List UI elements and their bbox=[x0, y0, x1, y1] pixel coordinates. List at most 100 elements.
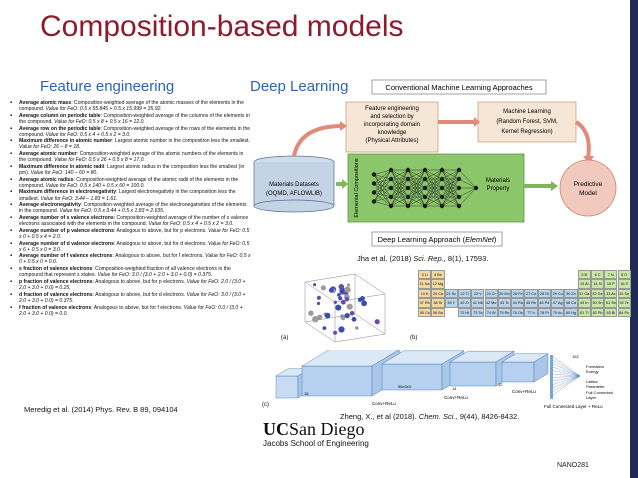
cnn-fc-2: Layer bbox=[586, 395, 597, 400]
periodic-element: 4 Be bbox=[431, 270, 445, 280]
nn-edge bbox=[407, 169, 426, 189]
nn-node bbox=[388, 185, 394, 191]
atom bbox=[328, 287, 334, 293]
nn-node bbox=[405, 185, 411, 191]
atom bbox=[351, 316, 357, 322]
property-line-1: Materials bbox=[486, 178, 510, 184]
nn-edge bbox=[424, 169, 443, 198]
nn-node bbox=[388, 167, 394, 173]
nn-edge bbox=[441, 187, 460, 207]
feature-name: Average atomic radius bbox=[19, 176, 74, 183]
feature-example: Value for FeO: 0.5 x 26 + 0.5 x 8 = 17.0… bbox=[54, 157, 145, 164]
feature-name: Average number of d valence electrons bbox=[19, 240, 114, 247]
feature-desc: : Largest atomic radius in the compositi… bbox=[19, 163, 245, 176]
nn-edge bbox=[390, 169, 409, 198]
feature-box-line-4: knowledge bbox=[378, 130, 407, 136]
cnn-fc-1: Full Connected bbox=[586, 390, 613, 395]
figure-label-c: (c) bbox=[262, 402, 269, 408]
feature-name: p fraction of valence electrons bbox=[19, 278, 93, 285]
feature-desc: : Composition-weighted average of the el… bbox=[19, 202, 247, 215]
feature-desc: : Analogous to above, but for d electron… bbox=[113, 240, 208, 247]
atom bbox=[344, 286, 351, 293]
nn-edge bbox=[373, 201, 392, 207]
periodic-element: 77 Ir bbox=[524, 307, 538, 317]
fc-edge bbox=[551, 355, 581, 377]
feature-item: ▪Average number of f valence electrons: … bbox=[8, 253, 251, 265]
cnn-architecture-diagram: 16 96x3x3 14 12 Conv+ReLu Conv+ReLu Conv… bbox=[275, 350, 613, 409]
periodic-element: 6 C bbox=[590, 270, 605, 280]
nn-edge bbox=[424, 187, 443, 207]
feature-box-line-1: Feature engineering bbox=[365, 106, 419, 112]
bullet-icon: ▪ bbox=[10, 227, 13, 234]
predictive-model-circle bbox=[559, 159, 617, 217]
periodic-element: 31 Ga bbox=[577, 288, 591, 299]
periodic-element: 8 O bbox=[617, 270, 631, 280]
fc-edge bbox=[551, 375, 581, 396]
feature-item: ▪Average number of s valence electrons: … bbox=[8, 215, 251, 227]
meredig-citation: Meredig et al. (2014) Phys. Rev. B 89, 0… bbox=[24, 405, 178, 414]
jacobs-school-label: Jacobs School of Engineering bbox=[263, 439, 369, 448]
feature-example: Value for FeO: 0.5 x 140 + 0.5 x 60 = 10… bbox=[45, 182, 145, 189]
nn-node bbox=[473, 185, 479, 191]
periodic-element: 52 Te bbox=[617, 298, 631, 308]
periodic-element: 82 Pb bbox=[590, 307, 605, 317]
cnn-conv-label-1: Conv+ReLu bbox=[372, 401, 396, 406]
bullet-icon: ▪ bbox=[10, 278, 13, 285]
feature-name: s fraction of valence electrons bbox=[19, 266, 93, 273]
nn-edge bbox=[424, 178, 443, 207]
bullet-icon: ▪ bbox=[10, 291, 13, 298]
periodic-element: 46 Pd bbox=[537, 298, 551, 308]
atom bbox=[312, 316, 319, 323]
nn-edge bbox=[441, 196, 460, 207]
atom bbox=[355, 326, 359, 330]
feature-item: ▪p fraction of valence electrons: Analog… bbox=[8, 279, 251, 291]
ml-box-line-1: Machine Learning bbox=[503, 109, 551, 115]
periodic-element: 40 Zr bbox=[457, 298, 472, 308]
bullet-icon: ▪ bbox=[10, 176, 13, 183]
periodic-element: 41 Nb bbox=[471, 298, 485, 308]
nn-node bbox=[371, 181, 377, 186]
atom bbox=[333, 300, 337, 304]
periodic-element: 49 In bbox=[577, 298, 591, 308]
fc-layer bbox=[550, 355, 553, 399]
feature-example: Value for FeO: 0.5 x 55.845 + 0.5 x 15.9… bbox=[45, 106, 162, 113]
feature-list: ▪Average atomic mass: Composition-weight… bbox=[8, 100, 251, 317]
bullet-icon: ▪ bbox=[10, 100, 13, 106]
atom bbox=[308, 310, 314, 316]
arrowhead-dl-to-predictive bbox=[551, 181, 558, 191]
feature-item: ▪Average atomic number: Composition-weig… bbox=[8, 151, 251, 163]
nn-edge bbox=[390, 169, 409, 207]
periodic-element: 5 B bbox=[577, 270, 591, 280]
bullet-icon: ▪ bbox=[10, 304, 13, 311]
feature-example: Value for FeO: 3.0 / (3.0 + 2.0 + 3.0 + … bbox=[97, 272, 213, 279]
feature-name: Maximum difference in electronegativity bbox=[19, 189, 117, 196]
feature-desc: : Analogous to above, but for p electron… bbox=[113, 227, 208, 234]
datasets-cylinder-bottom bbox=[253, 199, 335, 213]
feature-box-line-2: and selection by bbox=[370, 114, 413, 120]
feature-name: Average number of p valence electrons bbox=[19, 227, 114, 234]
nn-edge bbox=[373, 178, 392, 202]
nn-edge bbox=[373, 169, 392, 175]
periodic-element: 13 Al bbox=[577, 279, 591, 289]
nn-edge bbox=[458, 187, 477, 198]
feature-example: Value for FeO: 3.44 – 1.83 = 1.61. bbox=[40, 195, 118, 202]
nn-node bbox=[439, 203, 445, 209]
feature-item: ▪Average atomic radius: Composition-weig… bbox=[8, 177, 251, 189]
bullet-icon: ▪ bbox=[10, 125, 13, 132]
atom bbox=[344, 297, 350, 302]
lattice-edge bbox=[354, 313, 386, 335]
fc-edge bbox=[551, 375, 581, 393]
nn-edge bbox=[373, 169, 392, 184]
periodic-element: 44 Ru bbox=[511, 298, 525, 308]
atom bbox=[322, 326, 327, 330]
feature-item: ▪Average electronegativity: Composition-… bbox=[8, 202, 251, 214]
slide-title: Composition-based models bbox=[40, 10, 404, 43]
feature-engineering-heading: Feature engineering bbox=[40, 78, 175, 95]
feature-desc: : Analogous to above, but for d electron… bbox=[92, 291, 187, 298]
atom bbox=[340, 299, 346, 305]
dl-approach-label-box bbox=[371, 231, 503, 247]
bullet-icon: ▪ bbox=[10, 163, 13, 170]
atom bbox=[333, 330, 338, 335]
dl-approach-label: Deep Learning Approach (ElemNet) bbox=[378, 235, 497, 244]
feature-name: Maximum difference in atomic radii bbox=[19, 163, 105, 170]
